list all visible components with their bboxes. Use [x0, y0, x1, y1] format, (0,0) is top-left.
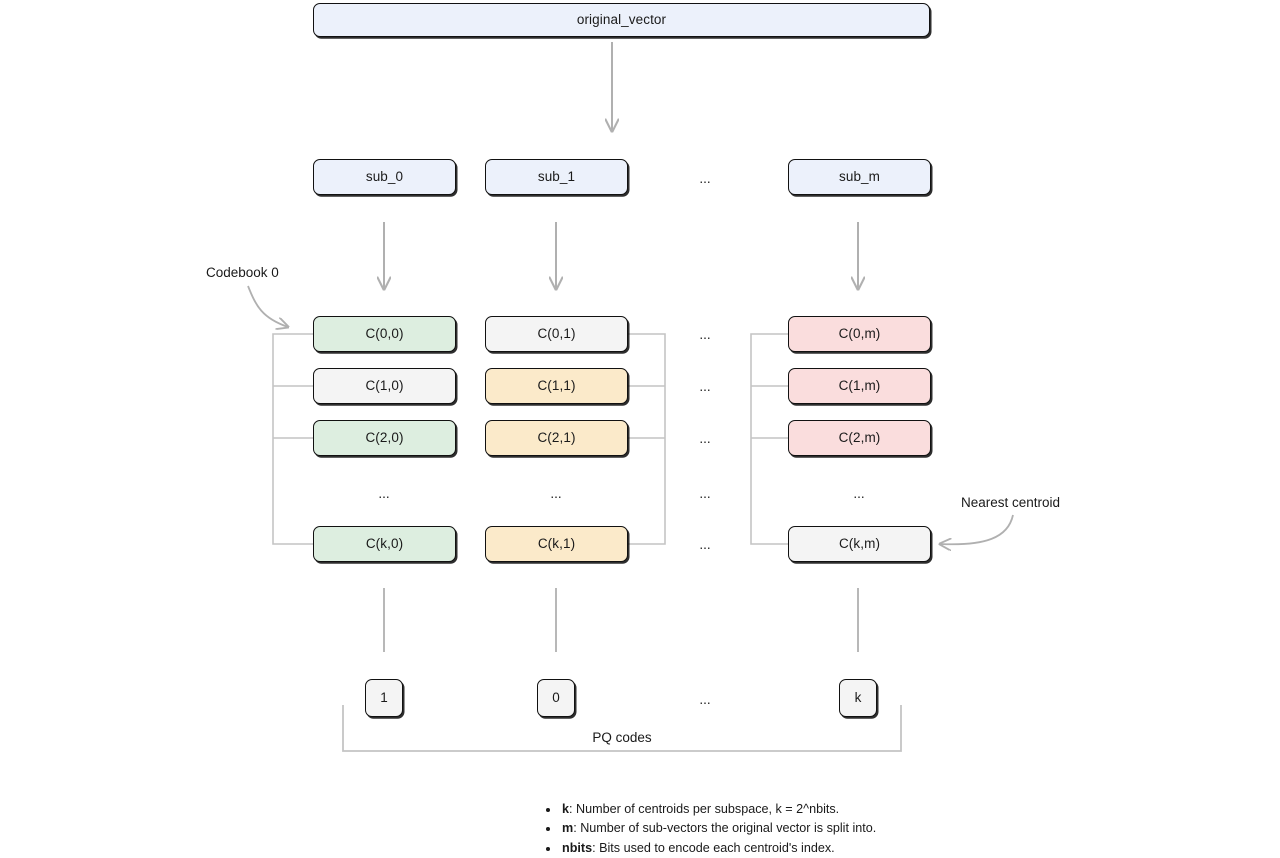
codebook-column-ellipsis-row-k: ... [699, 537, 711, 552]
subvector-node-sub-0[interactable]: sub_0 [313, 159, 456, 195]
nearest-centroid-annotation-label: Nearest centroid [961, 495, 1061, 510]
bracket-codebook-m [750, 333, 788, 545]
codebook-cell-label: C(1,0) [365, 378, 404, 394]
codebook-column-ellipsis-row-0: ... [699, 327, 711, 342]
original-vector-node[interactable]: original_vector [313, 3, 930, 37]
bracket-pq-codes [342, 705, 902, 752]
codebook-cell-label: C(0,1) [537, 326, 576, 342]
codebook-cell-label: C(0,m) [838, 326, 881, 342]
pq-code-box-m[interactable]: k [839, 679, 877, 717]
codebook-cell-2-1[interactable]: C(2,1) [485, 420, 628, 456]
pq-codes-bracket-label: PQ codes [592, 730, 652, 745]
subvector-label-sub-m: sub_m [838, 169, 881, 185]
annotation-arrow-nearest-centroid [940, 514, 1014, 544]
legend-term-k: k [562, 802, 570, 816]
legend-text-k: : Number of centroids per subspace, k = … [569, 802, 840, 816]
legend: k: Number of centroids per subspace, k =… [545, 800, 975, 858]
subvector-node-sub-m[interactable]: sub_m [788, 159, 931, 195]
legend-text-m: : Number of sub-vectors the original vec… [573, 821, 877, 836]
codebook-cell-label: C(0,0) [365, 326, 404, 342]
codebook-cell-k-1[interactable]: C(k,1) [485, 526, 628, 562]
subvector-node-sub-1[interactable]: sub_1 [485, 159, 628, 195]
bracket-codebook-1 [628, 333, 666, 545]
codebook-cell-label: C(2,m) [838, 430, 881, 446]
bracket-codebook-0 [272, 333, 313, 545]
codebook-cell-ellipsis-1: ... [550, 486, 562, 501]
legend-item-nbits: nbits: Bits used to encode each centroid… [560, 839, 975, 858]
pq-code-label: 1 [380, 690, 388, 706]
legend-term-m: m [562, 821, 574, 836]
codebook-cell-k-0[interactable]: C(k,0) [313, 526, 456, 562]
codebook-cell-label: C(k,1) [537, 536, 576, 552]
pq-code-label: 0 [552, 690, 560, 706]
codebook-cell-2-m[interactable]: C(2,m) [788, 420, 931, 456]
codebook-cell-k-m[interactable]: C(k,m) [788, 526, 931, 562]
legend-term-nbits: nbits [562, 840, 593, 855]
pq-code-box-0[interactable]: 1 [365, 679, 403, 717]
pq-code-label: k [854, 690, 862, 706]
codebook-column-ellipsis-row-3: ... [699, 486, 711, 501]
codebook-cell-label: C(1,1) [537, 378, 576, 394]
codebook-cell-1-1[interactable]: C(1,1) [485, 368, 628, 404]
codebook-cell-label: C(k,0) [365, 536, 404, 552]
codebook-cell-label: C(2,0) [365, 430, 404, 446]
codebook-annotation-label: Codebook 0 [206, 265, 279, 280]
pq-code-box-1[interactable]: 0 [537, 679, 575, 717]
codebook-cell-label: C(2,1) [537, 430, 576, 446]
subvector-label-sub-0: sub_0 [365, 169, 404, 185]
codebook-cell-2-0[interactable]: C(2,0) [313, 420, 456, 456]
legend-item-m: m: Number of sub-vectors the original ve… [560, 819, 975, 838]
codebook-cell-1-m[interactable]: C(1,m) [788, 368, 931, 404]
codebook-cell-ellipsis-m: ... [853, 486, 865, 501]
subvector-row-ellipsis: ... [699, 171, 711, 186]
codebook-cell-1-0[interactable]: C(1,0) [313, 368, 456, 404]
codebook-cell-0-0[interactable]: C(0,0) [313, 316, 456, 352]
subvector-label-sub-1: sub_1 [537, 169, 576, 185]
codebook-cell-ellipsis-0: ... [378, 486, 390, 501]
codebook-cell-label: C(k,m) [838, 536, 881, 552]
codebook-column-ellipsis-row-1: ... [699, 379, 711, 394]
codebook-cell-0-1[interactable]: C(0,1) [485, 316, 628, 352]
original-vector-label: original_vector [576, 12, 667, 28]
codebook-cell-0-m[interactable]: C(0,m) [788, 316, 931, 352]
legend-text-nbits: : Bits used to encode each centroid's in… [592, 840, 835, 855]
annotation-arrow-codebook [247, 285, 288, 327]
codebook-cell-label: C(1,m) [838, 378, 881, 394]
legend-item-k: k: Number of centroids per subspace, k =… [560, 800, 975, 819]
codebook-column-ellipsis-row-2: ... [699, 431, 711, 446]
pq-code-ellipsis: ... [699, 692, 711, 707]
